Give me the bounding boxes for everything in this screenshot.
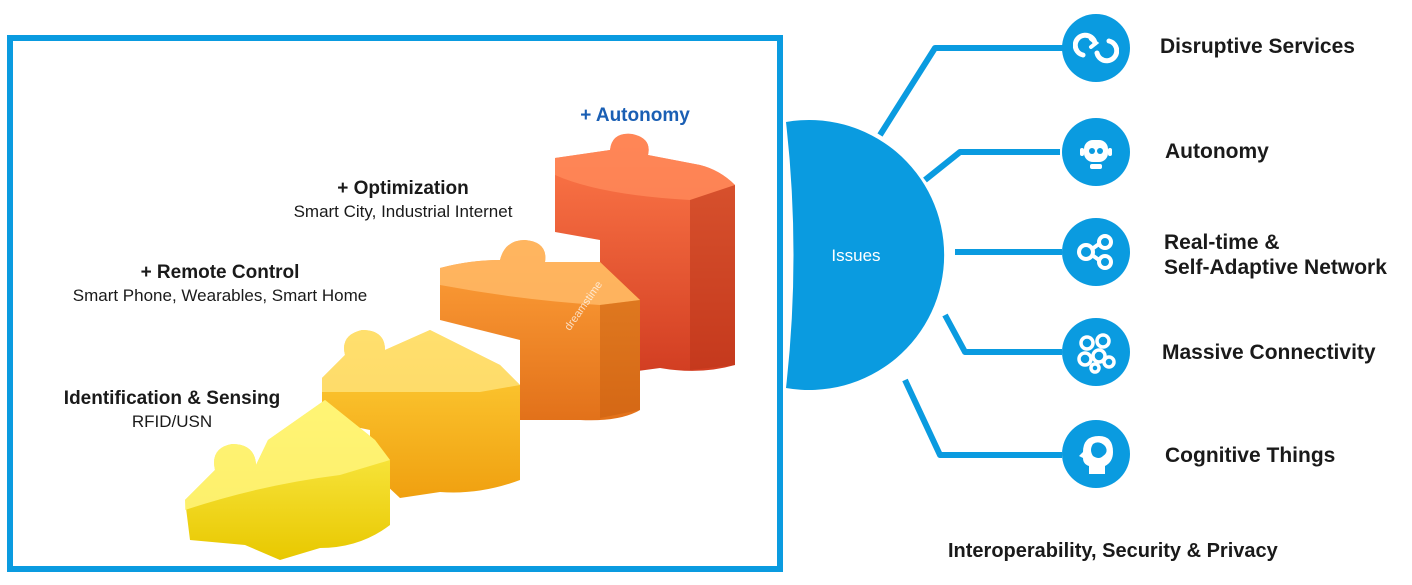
- brain-head-icon: [1062, 420, 1130, 488]
- stage-subtitle: Smart City, Industrial Internet: [293, 201, 513, 221]
- issue-label-disruptive-services: Disruptive Services: [1160, 35, 1355, 58]
- stage-subtitle: RFID/USN: [131, 411, 213, 431]
- refresh-arrows-icon: [1062, 14, 1130, 82]
- stage-label-remote-control: + Remote Control Smart Phone, Wearables,…: [50, 261, 390, 306]
- robot-head-icon: [1062, 118, 1130, 186]
- connected-circles-icon: [1062, 318, 1130, 386]
- stage-title: + Remote Control: [140, 262, 300, 283]
- stage-title: + Autonomy: [580, 105, 690, 126]
- issues-hub-circle: [786, 120, 945, 390]
- stage-title: + Optimization: [337, 178, 469, 199]
- connector-disruptive: [877, 45, 1065, 137]
- stage-label-optimization: + Optimization Smart City, Industrial In…: [268, 177, 538, 222]
- stage-label-identification: Identification & Sensing RFID/USN: [52, 387, 292, 432]
- issues-hub-label: Issues: [831, 246, 881, 265]
- issue-label-realtime: Real-time & Self-Adaptive Network: [1164, 230, 1387, 280]
- issue-label-massive-connectivity: Massive Connectivity: [1162, 341, 1376, 364]
- issue-label-cognitive-things: Cognitive Things: [1165, 444, 1336, 467]
- connector-connectivity: [942, 313, 1062, 355]
- network-nodes-icon: [1062, 218, 1130, 286]
- stage-subtitle: Smart Phone, Wearables, Smart Home: [72, 285, 368, 305]
- connector-cognitive: [902, 378, 1062, 458]
- connector-autonomy: [923, 149, 1060, 183]
- stage-title: Identification & Sensing: [63, 388, 281, 409]
- stage-label-autonomy: + Autonomy: [560, 104, 710, 128]
- issue-label-autonomy: Autonomy: [1165, 140, 1269, 163]
- footer-caption: Interoperability, Security & Privacy: [948, 540, 1278, 562]
- puzzle-piece-orange: [440, 240, 640, 421]
- issue-label-line: Self-Adaptive Network: [1164, 256, 1387, 280]
- puzzle-piece-yellow: [185, 400, 390, 560]
- issue-label-line: Real-time &: [1164, 231, 1280, 254]
